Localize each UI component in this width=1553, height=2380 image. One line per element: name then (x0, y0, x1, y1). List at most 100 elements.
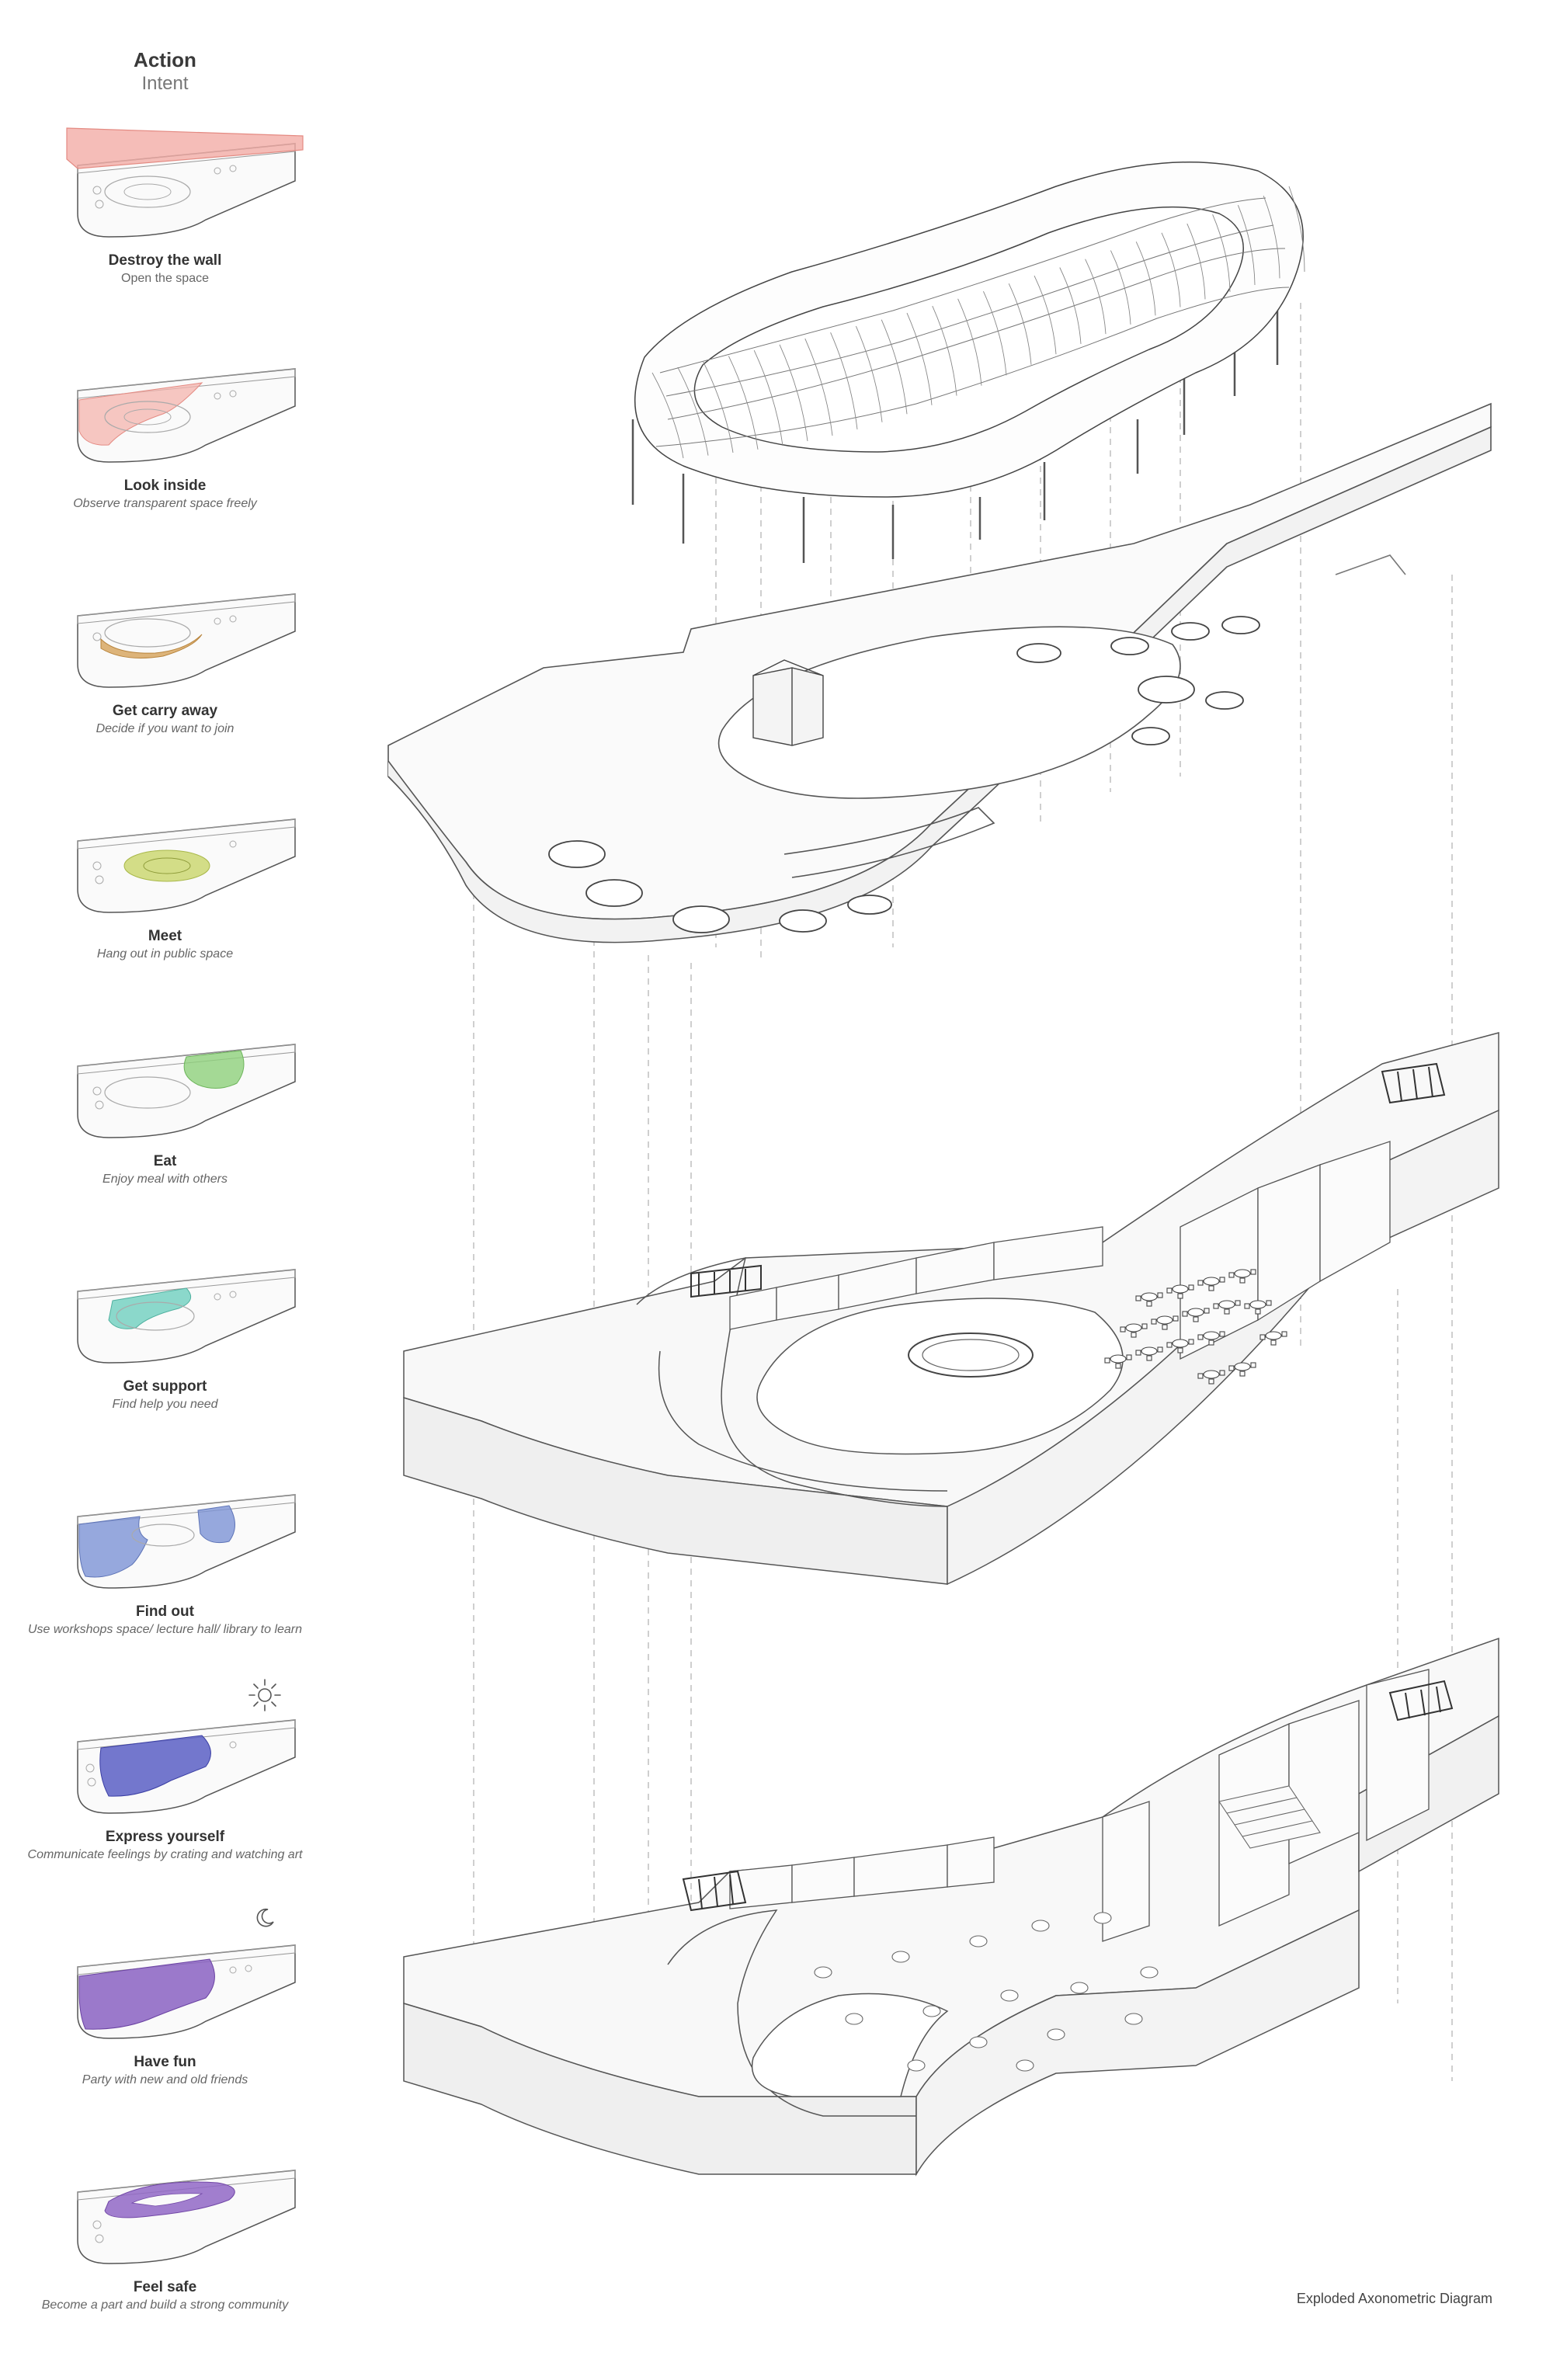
thumbnail-eat (77, 1044, 296, 1138)
cafe-chair (1120, 1326, 1126, 1332)
canopy-rib (1186, 223, 1206, 300)
cafe-chair (1141, 1323, 1148, 1329)
legend-item-meet: Meet Hang out in public space (0, 804, 330, 1029)
canopy-rib (957, 298, 982, 386)
canopy-rib (1237, 205, 1256, 285)
thumbnail-have-fun (77, 1944, 296, 2039)
legend-item-find-out: Find out Use workshops space/ lecture ha… (0, 1479, 330, 1704)
legend-item-desc: Find help you need (112, 1398, 218, 1411)
cafe-table (1203, 1331, 1220, 1340)
legend-item-desc: Hang out in public space (96, 947, 234, 961)
thumbnail-express-yourself (77, 1719, 296, 1814)
legend-item-title: Express yourself (105, 1829, 225, 1845)
ground-floor-layer (403, 1637, 1499, 2177)
legend-item-have-fun: Have fun Party with new and old friends (0, 1930, 330, 2155)
cafe-chair (1224, 1308, 1230, 1315)
stool (1124, 2013, 1143, 2025)
legend-item-title: Feel safe (133, 2279, 197, 2295)
cafe-chair (1162, 1324, 1168, 1330)
canopy-rib (703, 361, 734, 453)
stool (969, 1935, 988, 1947)
legend-item-title: Meet (148, 928, 182, 944)
cafe-chair (1259, 1334, 1266, 1340)
legend-subtitle: Intent (141, 73, 189, 94)
cafe-chair (1250, 1362, 1256, 1368)
cafe-chair (1182, 1311, 1188, 1317)
cafe-chair (1239, 1277, 1246, 1284)
cafe-chair (1188, 1284, 1194, 1291)
terrace-slab-layer (387, 402, 1492, 943)
cafe-chair (1177, 1347, 1183, 1353)
legend-item-title: Look inside (123, 478, 207, 494)
legend-item-title: Get support (123, 1378, 207, 1395)
legend-title: Action (134, 48, 196, 71)
stool (907, 2059, 926, 2072)
canopy-rib (1034, 275, 1057, 355)
canopy-rib (779, 344, 808, 442)
canopy-rib (1288, 186, 1305, 273)
legend-item-desc: Become a part and build a strong communi… (41, 2298, 289, 2312)
stair-box (752, 659, 824, 746)
stool (1093, 1912, 1112, 1924)
stool (891, 1951, 910, 1963)
moon-icon (256, 1908, 274, 1927)
cafe-chair (1219, 1370, 1225, 1376)
cafe-chair (1270, 1339, 1277, 1346)
legend-item-get-support: Get support Find help you need (0, 1254, 330, 1479)
cafe-chair (1146, 1355, 1152, 1361)
canopy-rib (1008, 283, 1032, 365)
legend-item-eat: Eat Enjoy meal with others (0, 1029, 330, 1254)
thumbnail-get-support (77, 1269, 296, 1364)
canopy-rib (932, 305, 957, 396)
stool (1070, 1982, 1089, 1994)
cafe-chair (1250, 1269, 1256, 1275)
cafe-table (1110, 1354, 1127, 1364)
cafe-chair (1219, 1277, 1225, 1283)
cafe-table (1172, 1339, 1189, 1348)
upper-floor-layer (403, 1032, 1499, 1586)
cafe-table (1125, 1323, 1142, 1332)
cafe-table (1203, 1277, 1220, 1286)
cafe-table (1156, 1315, 1173, 1325)
legend-item-desc: Use workshops space/ lecture hall/ libra… (27, 1623, 303, 1636)
cafe-table (1141, 1346, 1158, 1356)
cafe-table (1203, 1370, 1220, 1379)
cafe-table (1141, 1292, 1158, 1301)
legend-item-title: Find out (136, 1603, 194, 1620)
stool (1016, 2059, 1034, 2072)
stool (1031, 1920, 1050, 1932)
cafe-chair (1244, 1303, 1250, 1309)
cafe-chair (1115, 1363, 1121, 1369)
canopy-rib (804, 338, 833, 436)
legend-item-destroy-the-wall: Destroy the wall Open the space (0, 127, 330, 353)
cafe-chair (1213, 1303, 1219, 1309)
legend-item-title: Eat (153, 1153, 177, 1169)
cafe-chair (1151, 1319, 1157, 1325)
stair-railing (690, 1062, 1446, 1298)
cafe-chair (1135, 1350, 1141, 1356)
cafe-chair (1188, 1339, 1194, 1345)
canopy-rib (1059, 267, 1082, 344)
canopy-rib (881, 319, 908, 415)
thumbnail-look-inside (77, 368, 296, 463)
cafe-table (1234, 1269, 1251, 1278)
canopy-rib (982, 290, 1007, 376)
cafe-table (1218, 1300, 1235, 1309)
cafe-chair (1131, 1332, 1137, 1338)
cafe-table (1249, 1300, 1266, 1309)
stool (969, 2036, 988, 2048)
cafe-chair (1135, 1295, 1141, 1301)
cafe-chair (1197, 1280, 1204, 1286)
cafe-table (1187, 1308, 1204, 1317)
canopy-rib (855, 325, 883, 422)
thumbnail-feel-safe (77, 2170, 296, 2264)
stool (1047, 2028, 1065, 2041)
canopy-rib (651, 372, 684, 459)
legend-item-title: Get carry away (112, 703, 218, 719)
canopy-rib (1212, 214, 1231, 292)
thumbnail-get-carry-away (77, 593, 296, 688)
cafe-chair (1255, 1308, 1261, 1315)
cafe-chair (1166, 1287, 1173, 1294)
cafe-chair (1266, 1300, 1272, 1306)
thumbnail-meet (77, 818, 296, 913)
